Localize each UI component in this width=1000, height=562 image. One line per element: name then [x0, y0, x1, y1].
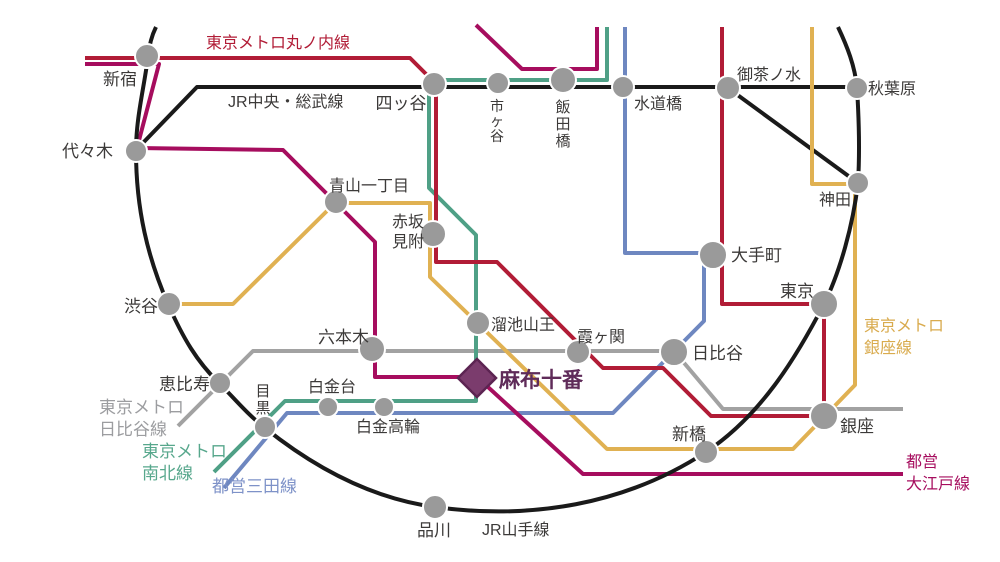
- label-station-akihabara: 秋葉原: [868, 80, 916, 98]
- station-marker-ebisu: [208, 371, 232, 395]
- station-marker-roppongi: [358, 335, 386, 363]
- label-station-otemachi: 大手町: [731, 246, 782, 265]
- station-marker-ochanomizu: [715, 75, 741, 101]
- station-marker-tameike-sanno: [465, 310, 491, 336]
- station-marker-suidobashi: [611, 75, 635, 99]
- line-namboku-line: [212, 27, 609, 474]
- line-jr-chuo-rapid: [726, 86, 860, 185]
- station-marker-iidabashi: [549, 66, 577, 94]
- label-line-label-mita: 都営三田線: [212, 477, 297, 496]
- label-line-label-hibiya: 東京メトロ日比谷線: [99, 398, 184, 439]
- label-line-label-ginza: 東京メトロ銀座線: [864, 317, 944, 357]
- station-marker-aoyama-itchome: [323, 189, 349, 215]
- station-marker-shinjuku: [134, 43, 160, 69]
- station-marker-kanda: [846, 171, 870, 195]
- station-marker-yoyogi: [124, 139, 148, 163]
- label-station-ochanomizu: 御茶ノ水: [737, 66, 801, 84]
- label-station-kasumigaseki: 霞ヶ関: [577, 329, 625, 346]
- label-station-ebisu: 恵比寿: [159, 375, 210, 394]
- label-station-ichigaya: 市ヶ谷: [490, 98, 504, 144]
- station-marker-akihabara: [845, 76, 869, 100]
- station-marker-tokyo: [809, 289, 839, 319]
- line-mita-line: [222, 27, 706, 490]
- highlight-station-label-azabujuban: 麻布十番: [498, 368, 584, 392]
- label-line-label-yamanote: JR山手線: [482, 521, 550, 539]
- station-marker-kasumigaseki: [565, 339, 591, 365]
- station-marker-hibiya: [659, 337, 689, 367]
- label-station-shirokanedai: 白金台: [308, 378, 356, 396]
- station-marker-shibuya: [156, 291, 182, 317]
- label-line-label-namboku: 東京メトロ南北線: [142, 442, 227, 483]
- label-line-label-marunouchi: 東京メトロ丸ノ内線: [206, 34, 350, 52]
- label-station-suidobashi: 水道橋: [634, 95, 682, 113]
- line-oedo-line: [85, 62, 903, 476]
- station-marker-shinagawa: [422, 494, 448, 520]
- label-station-yotsuya: 四ッ谷: [376, 94, 427, 113]
- station-marker-yotsuya: [421, 71, 447, 97]
- line-oedo-line-north: [474, 23, 599, 71]
- label-line-label-oedo: 都営大江戸線: [906, 453, 970, 493]
- label-station-yoyogi: 代々木: [62, 142, 113, 161]
- label-station-aoyama-itchome: 青山一丁目: [329, 177, 409, 195]
- label-station-meguro: 目黒: [255, 383, 270, 417]
- line-jr-chuo-sobu: [137, 85, 857, 149]
- label-station-shirokane-takanawa: 白金高輪: [356, 418, 420, 436]
- label-line-label-chuo-sobu: JR中央・総武線: [228, 93, 344, 111]
- label-station-kanda: 神田: [819, 191, 851, 209]
- station-marker-meguro: [253, 415, 277, 439]
- station-marker-akasaka-mitsuke: [419, 220, 447, 248]
- label-station-tokyo: 東京: [780, 282, 814, 301]
- station-marker-shimbashi: [693, 439, 719, 465]
- station-marker-shirokane-takanawa: [373, 396, 395, 418]
- station-marker-ichigaya: [486, 71, 510, 95]
- label-station-shinjuku: 新宿: [103, 70, 137, 89]
- station-marker-otemachi: [698, 240, 728, 270]
- label-station-tameike-sanno: 溜池山王: [491, 316, 555, 334]
- highlight-station-marker-azabujuban: [456, 357, 498, 399]
- station-marker-shirokanedai: [317, 396, 339, 418]
- station-marker-ginza: [809, 401, 839, 431]
- label-station-iidabashi: 飯田橋: [555, 99, 570, 150]
- label-station-akasaka-mitsuke: 赤坂見附: [392, 213, 424, 251]
- label-station-ginza: 銀座: [840, 417, 874, 436]
- line-ginza-line: [168, 27, 857, 451]
- label-station-shimbashi: 新橋: [672, 425, 706, 444]
- label-station-roppongi: 六本木: [318, 328, 369, 347]
- label-station-shinagawa: 品川: [417, 521, 451, 540]
- label-station-hibiya: 日比谷: [692, 344, 743, 363]
- label-station-shibuya: 渋谷: [124, 297, 158, 316]
